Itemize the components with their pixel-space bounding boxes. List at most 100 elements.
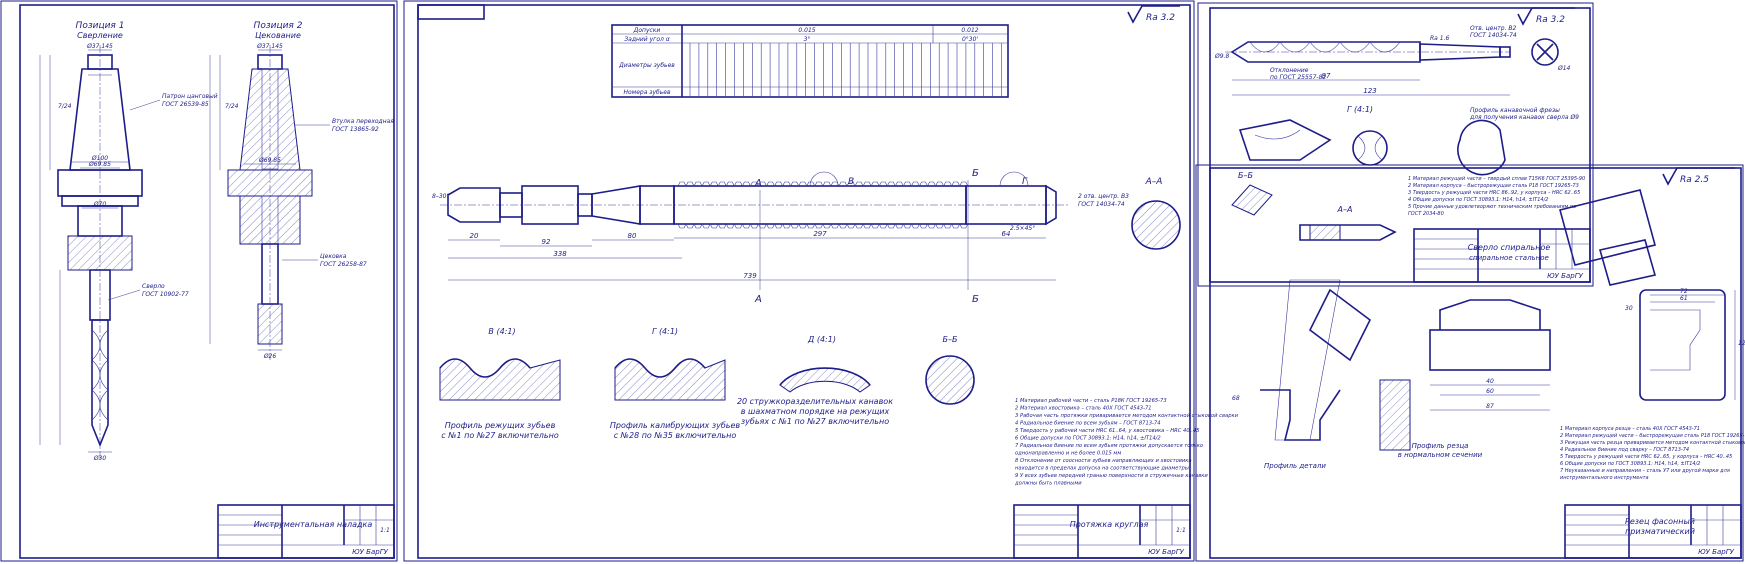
sheet4-org: ЮУ БарГУ [1698,548,1734,556]
tech-note-line: должны быть плавными [1014,481,1082,487]
dim-broach-64: 64 [1002,230,1011,238]
dim-prof-40: 40 [1486,378,1494,385]
broach-tooth [822,181,832,229]
dim-prof-87: 87 [1486,403,1494,410]
dim-drill-87: 87 [1322,72,1331,80]
broach-tooth [709,181,719,229]
label-cekovka-gost: ГОСТ 26258-87 [320,261,367,268]
sheet1-org: ЮУ БарГУ [352,548,388,556]
dim-broach-chamfer: 2.5×45° [1010,225,1035,232]
sheet-1-tooling-setup: Позиция 1 Сверление Позиция 2 Цекование [0,0,398,562]
detail-bb-title: Б–Б [943,335,958,344]
dim-pos2-taper: 7/24 [225,103,239,110]
broach-body: 338 739 297 64 92 80 20 8–30° 2.5×45° А … [432,168,1129,305]
broach-tooth [951,181,960,229]
broach-tooth [758,181,767,229]
broach-tooth [685,181,695,229]
broach-tooth [742,181,751,229]
center-note: 2 отв. центр. В3 [1078,193,1129,200]
tech-note-line: 2 Материал корпуса – быстрорежущая сталь… [1408,183,1579,189]
table-row2: Задний угол α [624,36,669,43]
label-sverlo: Сверло [142,283,165,290]
broach-tooth [846,181,856,229]
dim-drill-123: 123 [1363,87,1376,95]
broach-tooth [895,181,904,229]
sheet3-title-block: Сверло спиральное спиральное стальное ЮУ… [1413,228,1591,283]
broach-tooth [726,181,735,229]
dim-pos1-3: Ø70 [93,201,107,208]
tech-note-line: 6 Общие допуски по ГОСТ 30893.1: H14, h1… [1015,436,1161,442]
tech-note-line: 3 Рабочая часть протяжки приваривается м… [1015,413,1239,419]
broach-tooth [693,181,703,229]
broach-tooth [677,181,687,229]
broach-tooth [717,181,727,229]
dim-broach-angle: 8–30° [432,193,449,200]
tech-note-line: 4 Радиальное биение по всем зубьям – ГОС… [1015,421,1161,427]
section-mark-b-bot: Б [972,294,979,305]
dim-broach-338: 338 [553,250,567,258]
sheet2-title-block: Протяжка круглая 1:1 ЮУ БарГУ [1013,504,1191,559]
tech-note-line: 4 Общие допуски по ГОСТ 30893.1: H14, h1… [1408,197,1548,203]
sheet1-title: Инструментальная наладка [254,520,373,529]
dim-pos1-taper: 7/24 [58,103,72,110]
profile-cutter-label2: в нормальном сечении [1398,451,1483,459]
broach-tooth [766,181,775,229]
dim-cutter-120: 120 [1738,340,1745,347]
dim-pos1-1: Ø100 [91,155,108,162]
tech-note-line: 2 Материал хвостовика – сталь 40Х ГОСТ 4… [1015,406,1152,412]
table-val4: 0°30' [962,36,978,43]
tech-note-line: 4 Радиальное биение под сварку – ГОСТ 87… [1560,447,1689,453]
dim-cutter-61: 61 [1680,295,1688,302]
detail-mark-g: Г [1022,177,1028,187]
broach-tooth [798,181,808,229]
section-mark-a-top: А [754,178,762,189]
broach-tooth [943,181,952,229]
detail-d: Д (4:1) 20 стружкоразделительных канавок… [737,335,893,426]
dim-pos1-9: Ø30 [93,455,107,462]
sheet4-tech-notes: 1 Материал корпуса резца – сталь 40Х ГОС… [1560,426,1745,481]
broach-tooth [887,181,896,229]
broach-tooth [959,181,969,229]
broach-tooth [854,181,864,229]
dim-prof-60: 60 [1486,388,1494,395]
caption-v2: с №1 по №27 включительно [441,431,559,440]
label-sverlo-gost: ГОСТ 10902-77 [142,291,189,298]
tech-note-line: 7 Радиальное биение по всем зубьям протя… [1015,443,1203,449]
detail-v-title: В (4:1) [488,327,515,336]
section-aa: А–А [1131,177,1181,250]
drill-sections: Г (4:1) Б–Б А–А Профиль канавочной фрезы… [1231,105,1579,241]
broach-tooth [919,181,928,229]
label-vtulka: Втулка переходная [332,118,394,125]
tech-note-line: ГОСТ 2034-80 [1408,211,1444,217]
broach-tooth [838,181,848,229]
dim-pos1-2: Ø69.85 [88,161,111,168]
tech-note-line: 5 Твердость у рабочей части HRC 61..64, … [1015,428,1200,434]
tech-note-line: 5 Твердость у режущей части HRC 62..65, … [1560,454,1732,460]
pos2-subtitle: Цекование [255,31,301,40]
caption-g2: с №28 по №35 включительно [614,431,737,440]
pos2-title: Позиция 2 [254,21,303,31]
caption-d1: 20 стружкоразделительных канавок [737,397,893,406]
detail-mark-v: В [848,177,854,187]
dim-cutter-72: 72 [1680,288,1688,295]
section-aa-label: А–А [1145,177,1163,187]
teeth-diameter-table: Допуски Задний угол α Диаметры зубьев Но… [611,24,1009,98]
drill-center-note: Отв. центр. В2 [1470,25,1517,32]
drill-ra: Ra 1.6 [1430,35,1449,42]
dim-broach-80: 80 [628,232,637,240]
table-val3: 3° [804,36,811,43]
pos1-subtitle: Сверление [77,31,123,40]
sheet2-scale: 1:1 [1176,527,1186,534]
roughness-icon [1127,5,1180,24]
dim-drill-14: Ø14 [1557,65,1571,72]
broach-tooth [750,181,759,229]
section-mark-a-bot: А [754,294,762,305]
sheet3-title: Сверло спиральное [1468,243,1551,252]
pos1-assembly: Ø37.145 Ø100 Ø69.85 Ø70 Ø30 7/24 Патрон … [39,43,218,462]
section-aa3-label: А–А [1337,205,1353,214]
section-g-label: Г (4:1) [1347,105,1373,114]
roughness-icon [1662,167,1735,186]
broach-tooth [862,181,872,229]
tech-note-line: находится в пределах допуска на соответс… [1015,466,1189,472]
